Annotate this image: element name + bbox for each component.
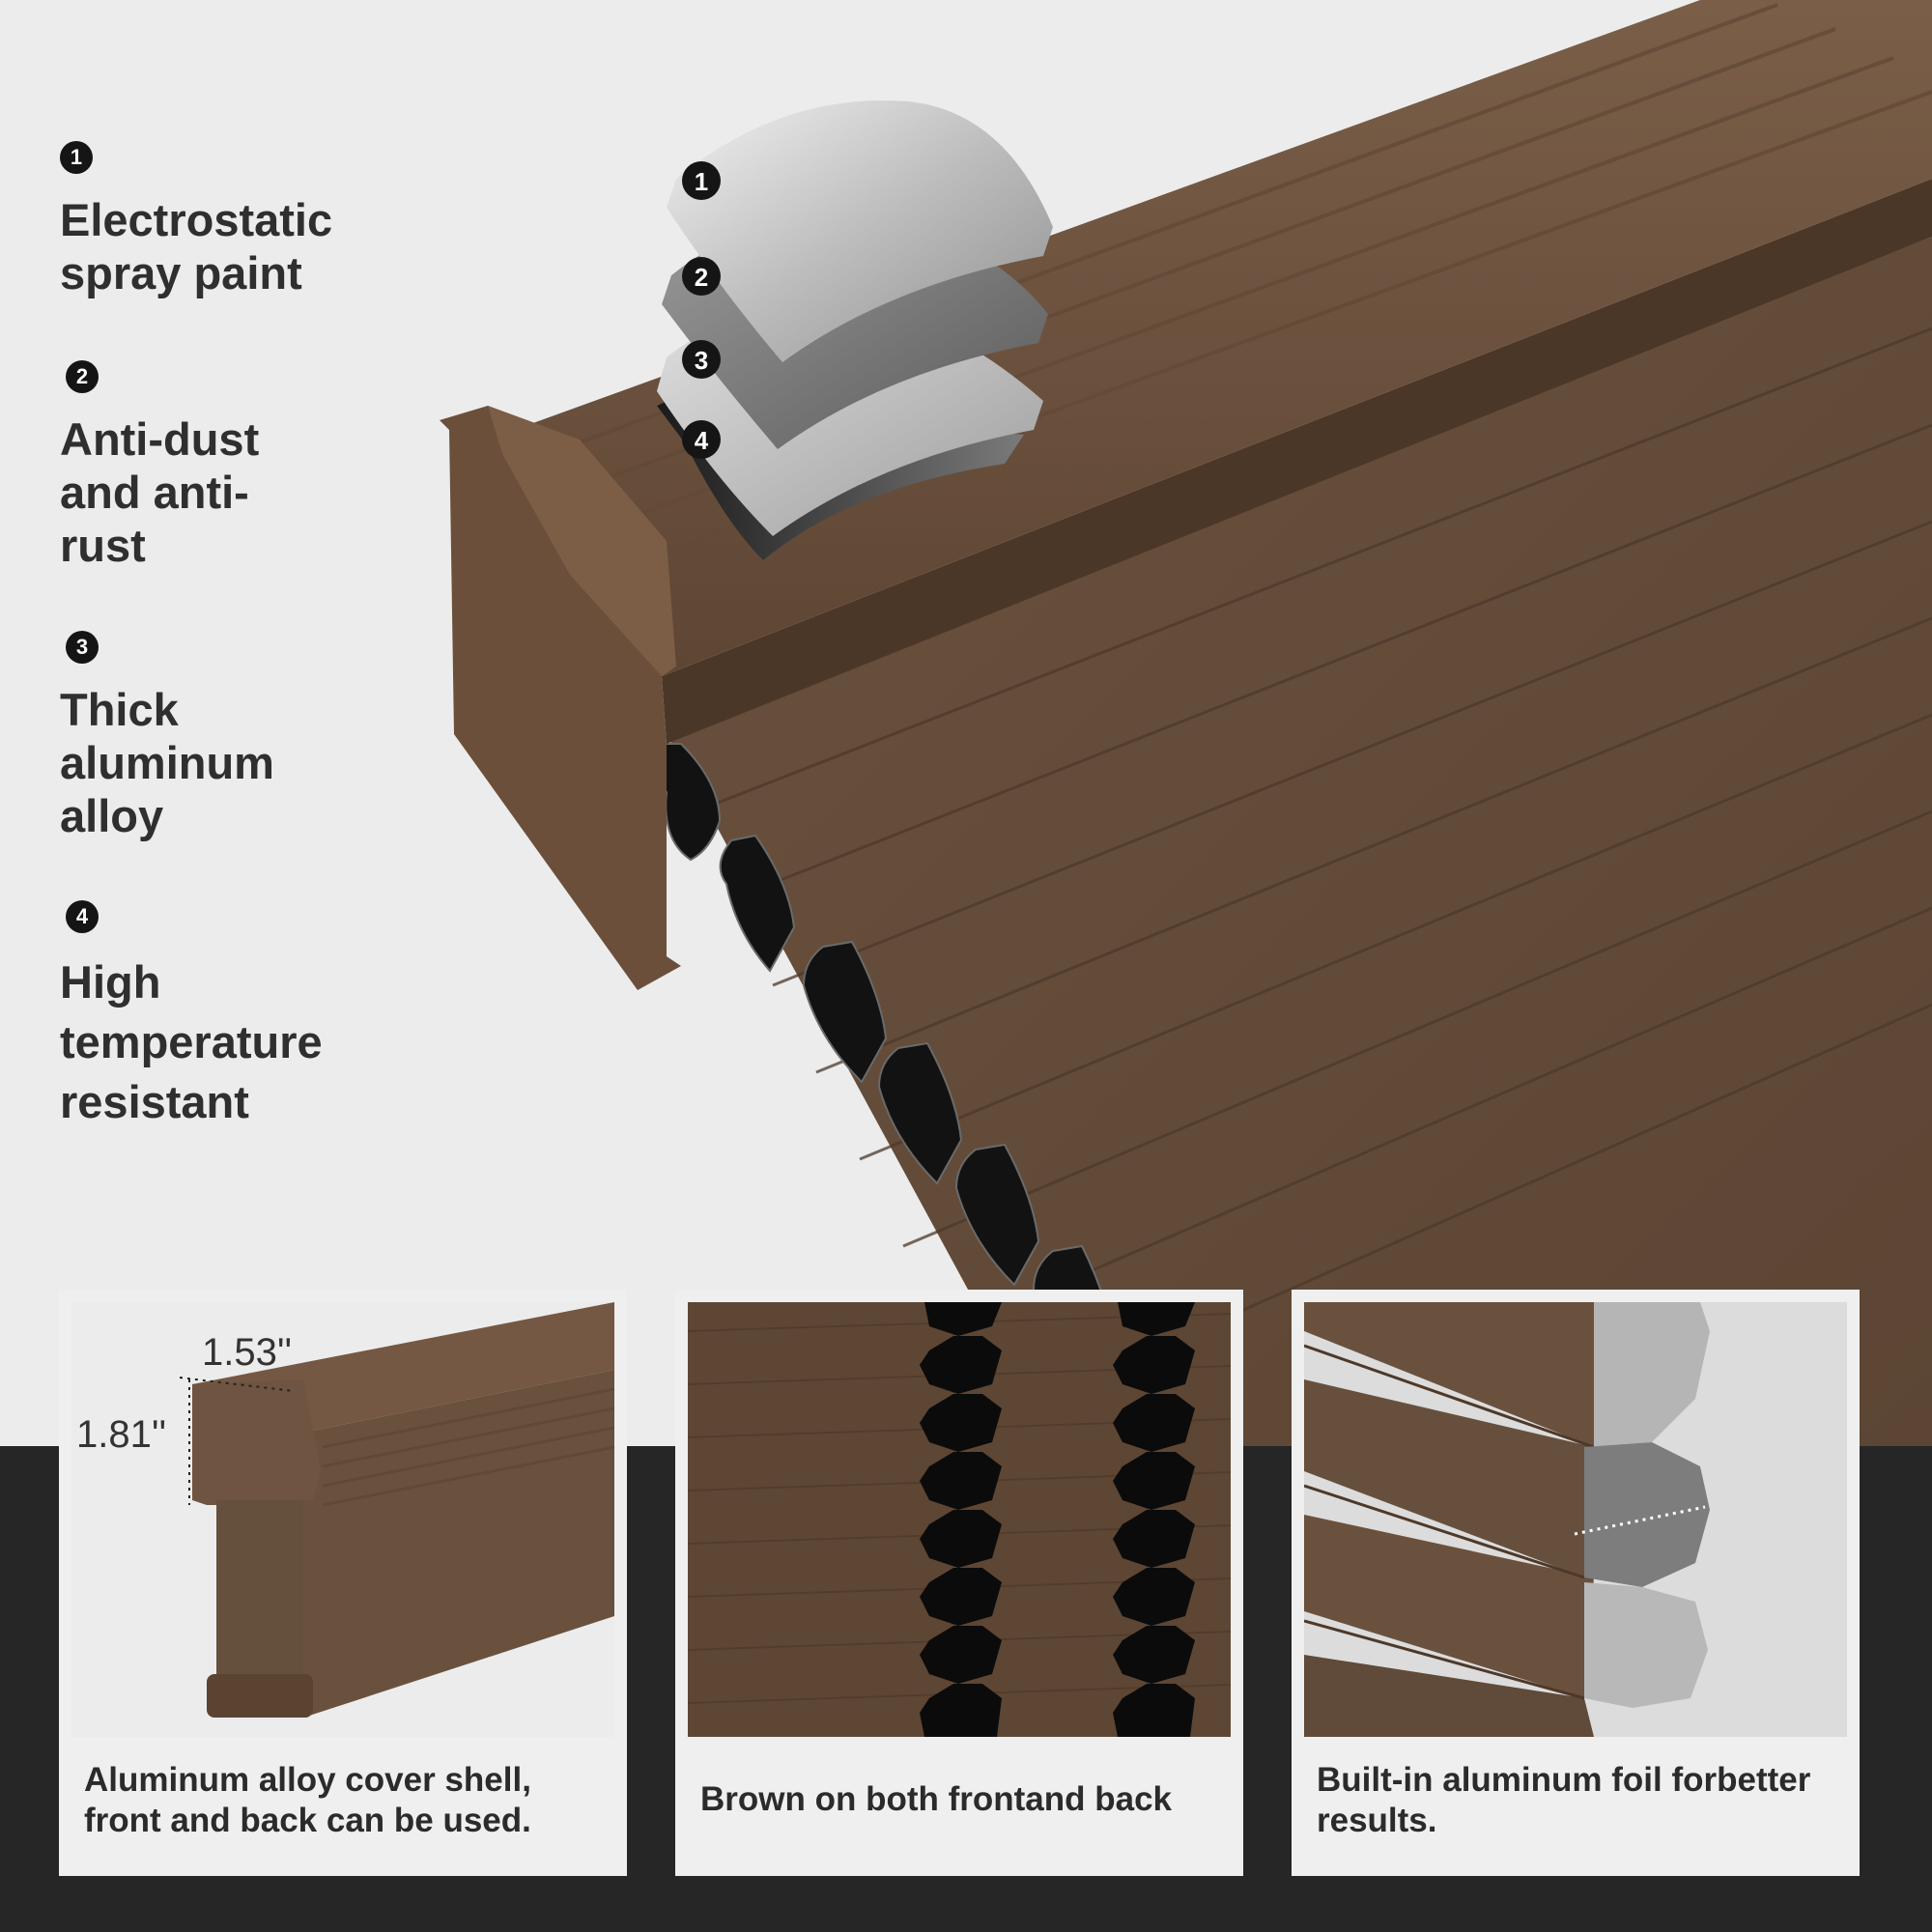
headrail-dimension-image: 1.53'' 1.81'' [71, 1302, 614, 1737]
foil-cells-image [1304, 1302, 1847, 1737]
panel-both-sides: Brown on both frontand back [675, 1290, 1243, 1876]
feature-2: 2 Anti-dust and anti-rust [60, 360, 466, 572]
layer-badge-4: 4 [695, 426, 709, 455]
feature-label-3: Thick aluminum alloy [60, 684, 274, 841]
layer-badge-2: 2 [695, 263, 708, 292]
dim-height-label: 1.81'' [76, 1413, 166, 1456]
panel-caption-3: Built-in aluminum foil forbetter results… [1317, 1761, 1811, 1839]
feature-label-4: High temperature resistant [60, 956, 323, 1127]
layer-badges: 1 2 3 4 [682, 161, 721, 459]
panel-caption-1: Aluminum alloy cover shell, front and ba… [84, 1761, 531, 1839]
panel-aluminum-foil: Built-in aluminum foil forbetter results… [1292, 1290, 1860, 1876]
headrail-front [662, 179, 1932, 744]
feature-4: 4 High temperature resistant [60, 900, 466, 1132]
feature-label-2: Anti-dust and anti-rust [60, 413, 260, 571]
feature-number-3: 3 [66, 631, 99, 664]
feature-number-4: 4 [66, 900, 99, 933]
layer-badge-1: 1 [695, 167, 708, 196]
feature-1: 1 Electrostatic spray paint [60, 141, 466, 299]
fabric-cells-image [688, 1302, 1231, 1737]
dim-width-label: 1.53'' [202, 1331, 292, 1374]
layer-badge-3: 3 [695, 346, 708, 375]
coating-layers: 1 2 3 4 [657, 100, 1053, 560]
panel-cover-shell: 1.53'' 1.81'' Aluminum alloy cover shell… [59, 1290, 627, 1876]
feature-label-1: Electrostatic spray paint [60, 194, 333, 298]
feature-number-1: 1 [60, 141, 93, 174]
layer-1 [667, 100, 1053, 362]
feature-3: 3 Thick aluminum alloy [60, 631, 466, 842]
panel-caption-2: Brown on both frontand back [700, 1780, 1173, 1818]
feature-number-2: 2 [66, 360, 99, 393]
